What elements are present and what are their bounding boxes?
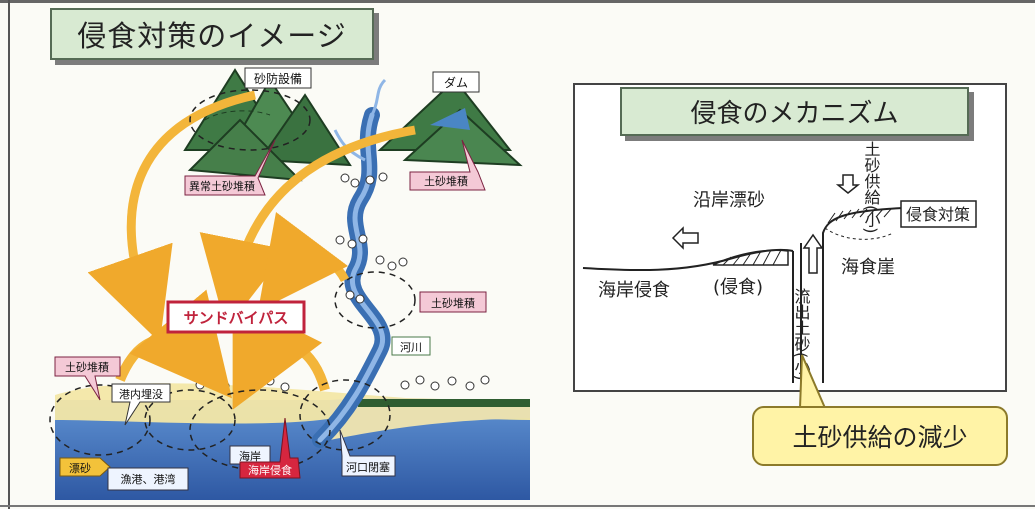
label-erosion-paren: (侵食) (713, 277, 763, 298)
dashed-zones (49, 89, 416, 471)
label-dam: ダム (432, 71, 480, 93)
label-sand-bypass: サンドバイパス (166, 300, 306, 334)
supply-arrow (835, 174, 861, 194)
svg-text:河川: 河川 (400, 341, 422, 354)
eroded-area-hatch (712, 249, 789, 266)
svg-text:河口閉塞: 河口閉塞 (346, 460, 390, 474)
cliff-hatch (827, 208, 892, 224)
label-sediment-harbor: 土砂堆積 (54, 356, 121, 401)
erosion-measures-illustration: 砂防設備 ダム 異常土砂堆積 土砂堆積 土砂堆積 河川 サンドバイパス 土砂堆積… (49, 67, 530, 500)
svg-text:サンドバイパス: サンドバイパス (184, 309, 289, 327)
callout-pointer (798, 354, 827, 409)
label-sediment-mountain: 土砂堆積 (409, 139, 486, 191)
mechanism-title-text: 侵食のメカニズム (690, 99, 899, 129)
label-river-mouth: 河口閉塞 (339, 429, 396, 477)
label-sea-cliff: 海食崖 (841, 257, 895, 278)
image-title: 侵食対策のイメージ (50, 8, 374, 60)
svg-text:港内埋没: 港内埋没 (119, 387, 163, 401)
arrow-river-curve (257, 211, 350, 311)
image-title-text: 侵食対策のイメージ (77, 19, 347, 53)
label-sabo: 砂防設備 (244, 67, 312, 89)
svg-text:土砂堆積: 土砂堆積 (431, 296, 475, 310)
land-right (330, 397, 530, 440)
label-river: 河川 (391, 336, 431, 356)
label-drift-sand: 漂砂 (59, 457, 111, 477)
svg-text:砂防設備: 砂防設備 (254, 71, 302, 86)
coast-profile-line (582, 248, 794, 272)
svg-text:漂砂: 漂砂 (69, 462, 91, 475)
callout-text: 土砂供給の減少 (792, 423, 968, 452)
arrow-bypass-right (232, 297, 330, 410)
frame-left-border (8, 0, 10, 509)
label-coastal-erosion-right: 海岸侵食 (598, 280, 670, 301)
svg-text:海岸侵食: 海岸侵食 (248, 463, 292, 477)
sea-cliff-profile (822, 207, 904, 383)
label-coast: 海岸 (229, 445, 271, 465)
label-sediment-supply: 土砂供給(小) (862, 141, 881, 233)
arrow-dam-to-coast (199, 125, 416, 330)
label-sediment-river: 土砂堆積 (419, 291, 487, 313)
svg-text:土砂堆積: 土砂堆積 (65, 360, 109, 374)
label-longshore-sand: 沿岸漂砂 (693, 190, 765, 211)
arrow-mountain-to-coast-left (87, 90, 256, 343)
label-erosion-measure: 侵食対策 (906, 205, 970, 224)
hatch-lines (722, 249, 782, 266)
svg-text:土砂堆積: 土砂堆積 (424, 174, 468, 188)
svg-text:ダム: ダム (444, 75, 468, 90)
svg-text:漁港、港湾: 漁港、港湾 (121, 472, 176, 486)
label-coastal-erosion: 海岸侵食 (239, 417, 301, 479)
mountain-right (377, 78, 523, 167)
svg-text:海岸: 海岸 (239, 449, 261, 463)
svg-text:異常土砂堆積: 異常土砂堆積 (189, 179, 255, 193)
frame-top-border (0, 0, 1035, 3)
label-fishing-port: 漁港、港湾 (107, 467, 189, 491)
frame-bottom-border (0, 505, 1035, 507)
erosion-mechanism-diagram: 沿岸漂砂 海岸侵食 (侵食) 流出土砂(小) 土砂供給(小) 海食崖 侵食対策 (582, 141, 977, 383)
mechanism-title: 侵食のメカニズム (620, 87, 969, 136)
sediment-supply-decrease-callout: 土砂供給の減少 (752, 406, 1008, 466)
label-outflow-sediment: 流出土砂(小) (792, 288, 811, 380)
label-harbor-dredge: 港内埋没 (111, 383, 171, 426)
arrow-bypass-left (115, 289, 233, 399)
label-abnormal-sediment: 異常土砂堆積 (184, 139, 276, 196)
longshore-arrow (671, 226, 699, 250)
outflow-arrow (802, 233, 824, 274)
erosion-measure-box (900, 200, 977, 228)
grass-strip (358, 399, 530, 407)
